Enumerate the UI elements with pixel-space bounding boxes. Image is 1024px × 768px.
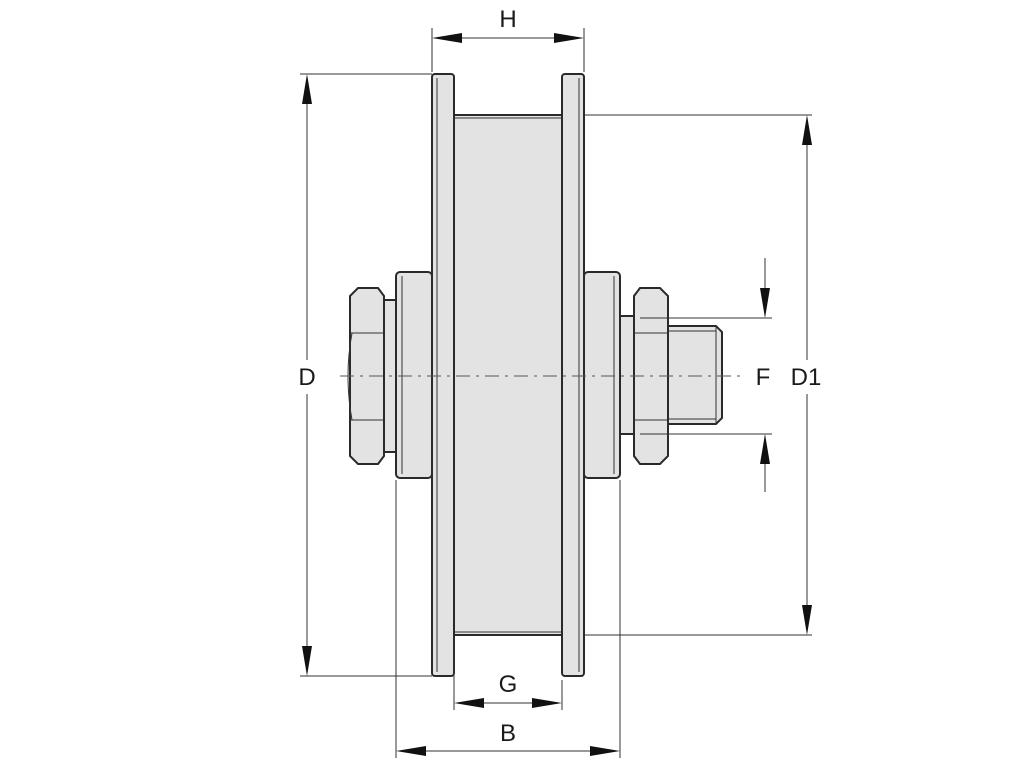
left-bushing — [395, 271, 433, 479]
dimension-d1: D1 — [584, 114, 822, 636]
dimension-label-h: H — [499, 6, 516, 33]
right-bushing — [583, 271, 621, 479]
wheel-hub — [453, 114, 563, 636]
dimension-label-b: B — [500, 720, 516, 747]
left-flange — [431, 73, 455, 677]
dimension-b: B — [395, 480, 621, 758]
pulley-wheel — [431, 73, 585, 677]
right-flange — [561, 73, 585, 677]
dimension-label-f: F — [756, 364, 771, 391]
dimension-f: F — [640, 258, 772, 492]
dimension-d: D — [298, 73, 432, 677]
dimension-label-g: G — [499, 671, 518, 698]
right-washer — [619, 315, 635, 435]
dimension-h: H — [431, 6, 585, 72]
dimension-g: G — [453, 640, 563, 710]
dimension-label-d: D — [298, 364, 315, 391]
dimension-label-d1: D1 — [791, 364, 822, 391]
threaded-shaft — [667, 325, 723, 425]
